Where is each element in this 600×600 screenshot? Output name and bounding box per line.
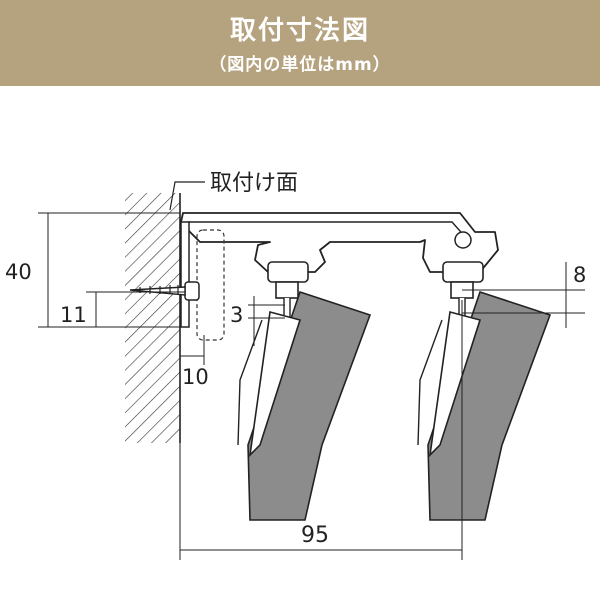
backing-plate [180, 221, 190, 328]
dim-11 [86, 291, 185, 327]
bracket-inner [188, 221, 469, 241]
dim-8-label: 8 [573, 263, 586, 287]
page-subtitle: （図内の単位はmm） [209, 55, 391, 75]
plate-outline-dashed [196, 229, 225, 341]
runner-right [442, 231, 484, 319]
dim-3-label: 3 [230, 303, 243, 327]
curtain-fold-left [237, 319, 263, 446]
dim-40-label: 40 [5, 260, 32, 284]
bracket-top [180, 212, 499, 273]
page-title: 取付寸法図 [229, 16, 370, 46]
dim-95 [179, 300, 463, 560]
dim-10 [179, 335, 205, 365]
dim-40 [38, 212, 185, 328]
screw-icon [129, 281, 200, 301]
mount-surface-leader [169, 181, 205, 211]
mount-surface-label: 取付け面 [210, 171, 298, 196]
header-banner: 取付寸法図 （図内の単位はmm） [0, 0, 600, 86]
wall-hatch [125, 193, 180, 443]
dim-10-label: 10 [182, 365, 209, 389]
curtain-hem-right [428, 310, 482, 458]
curtain-fold-right [417, 319, 443, 446]
dim-8 [462, 262, 585, 328]
curtain-panel-right [427, 290, 552, 521]
curtain-hem-left [248, 310, 302, 458]
dim-11-label: 11 [60, 303, 87, 327]
curtain-panel-left [247, 290, 372, 521]
dim-3 [248, 296, 285, 346]
dim-95-label: 95 [301, 523, 329, 548]
runner-left [267, 261, 309, 319]
